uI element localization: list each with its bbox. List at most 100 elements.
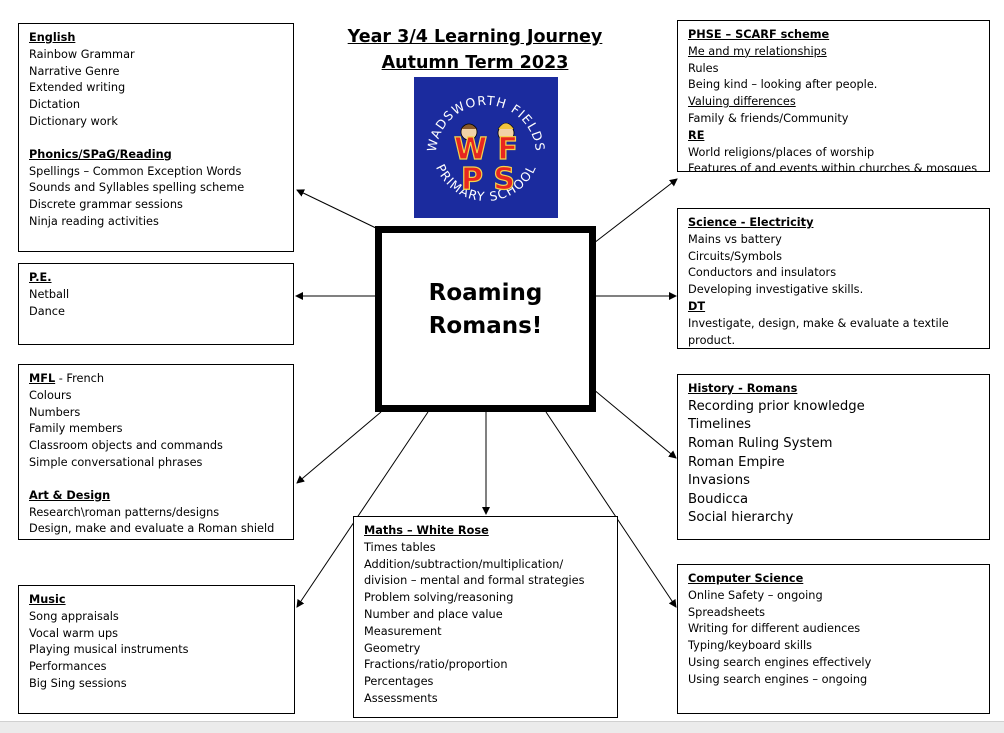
title-line-1: Year 3/4 Learning Journey <box>347 27 603 47</box>
computing-box: Computer Science Online Safety – ongoing… <box>677 564 990 714</box>
school-logo-graphic: WADSWORTH FIELDS PRIMARY SCHOOL W F P S <box>424 93 547 204</box>
list-item: Colours <box>29 388 72 402</box>
list-item: Dance <box>29 304 65 318</box>
list-item: Online Safety – ongoing <box>688 588 823 602</box>
arrow-mfl <box>296 411 382 484</box>
list-item: Performances <box>29 660 107 674</box>
list-item: World religions/places of worship <box>688 145 875 159</box>
science-box: Science - Electricity Mains vs battery C… <box>677 208 990 349</box>
history-box: History - Romans Recording prior knowled… <box>677 374 990 540</box>
list-item: Classroom objects and commands <box>29 439 223 453</box>
list-item: Dictation <box>29 98 81 112</box>
list-item: Fractions/ratio/proportion <box>364 658 508 672</box>
arrow-computing <box>545 411 677 608</box>
list-item: Using search engines effectively <box>688 655 872 669</box>
svg-text:P S: P S <box>461 162 515 197</box>
list-item: Mains vs battery <box>688 232 782 246</box>
list-item: Social hierarchy <box>688 510 794 526</box>
list-item: Family members <box>29 422 123 436</box>
re-heading: RE <box>688 128 705 142</box>
mfl-heading-line: MFL - French <box>29 371 283 388</box>
list-item: Using search engines – ongoing <box>688 672 868 686</box>
list-item: product. <box>688 333 736 347</box>
maths-heading: Maths – White Rose <box>364 524 489 537</box>
list-item: Discrete grammar sessions <box>29 198 183 212</box>
topic-line-2: Romans! <box>428 313 543 339</box>
list-item: Dictionary work <box>29 114 118 128</box>
music-box: Music Song appraisals Vocal warm ups Pla… <box>18 585 295 714</box>
list-item: Simple conversational phrases <box>29 455 203 469</box>
list-item: Playing musical instruments <box>29 643 189 657</box>
phonics-heading: Phonics/SPaG/Reading <box>29 147 172 161</box>
list-item: Sounds and Syllables spelling scheme <box>29 181 245 195</box>
list-item: Boudicca <box>688 491 749 507</box>
phse-subheading-relationships: Me and my relationships <box>688 44 827 58</box>
arrow-music <box>296 411 429 608</box>
list-item: Percentages <box>364 675 434 689</box>
list-item: Geometry <box>364 641 421 655</box>
art-heading: Art & Design <box>29 488 111 502</box>
list-item: Spreadsheets <box>688 605 766 619</box>
list-item: Number and place value <box>364 607 503 621</box>
mfl-box: MFL - French Colours Numbers Family memb… <box>18 364 294 540</box>
list-item: division – mental and formal strategies <box>364 574 585 588</box>
list-item: Times tables <box>364 540 436 554</box>
list-item: Features of and events within churches &… <box>688 162 978 172</box>
dt-heading: DT <box>688 299 706 313</box>
science-heading: Science - Electricity <box>688 216 814 229</box>
topic-line-1: Roaming <box>428 280 543 306</box>
phse-heading: PHSE – SCARF scheme <box>688 28 830 41</box>
list-item: Invasions <box>688 473 750 489</box>
list-item: Big Sing sessions <box>29 676 127 690</box>
list-item: Roman Empire <box>688 454 785 470</box>
phse-subheading-differences: Valuing differences <box>688 95 796 109</box>
arrow-english <box>296 189 379 230</box>
topic-center-box: Roaming Romans! <box>375 226 596 412</box>
list-item: Assessments <box>364 691 438 705</box>
pe-box: P.E. Netball Dance <box>18 263 294 345</box>
list-item: Measurement <box>364 624 442 638</box>
history-heading: History - Romans <box>688 382 798 395</box>
list-item: Numbers <box>29 405 81 419</box>
pe-heading: P.E. <box>29 271 52 284</box>
music-heading: Music <box>29 593 66 606</box>
mfl-heading-suffix: - French <box>55 372 104 385</box>
list-item: Rainbow Grammar <box>29 47 135 61</box>
list-item: Roman Ruling System <box>688 435 833 451</box>
list-item: Typing/keyboard skills <box>688 639 812 653</box>
phse-box: PHSE – SCARF scheme Me and my relationsh… <box>677 20 990 172</box>
arrow-phse <box>593 178 678 244</box>
list-item: Writing for different audiences <box>688 622 861 636</box>
list-item: Extended writing <box>29 81 126 95</box>
list-item: Spellings – Common Exception Words <box>29 164 242 178</box>
list-item: Recording prior knowledge <box>688 398 865 414</box>
mfl-heading: MFL <box>29 372 56 385</box>
english-heading: English <box>29 31 76 44</box>
computing-heading: Computer Science <box>688 572 804 585</box>
logo-children-icon <box>460 122 515 142</box>
arrow-history <box>592 388 677 459</box>
list-item: Investigate, design, make & evaluate a t… <box>688 316 949 330</box>
list-item: Conductors and insulators <box>688 266 837 280</box>
list-item: Design, make and evaluate a Roman shield <box>29 522 275 536</box>
english-box: English Rainbow Grammar Narrative Genre … <box>18 23 294 252</box>
list-item: Netball <box>29 287 70 301</box>
svg-text:W F: W F <box>454 132 518 167</box>
window-bottom-bar <box>0 721 1004 733</box>
list-item: Family & friends/Community <box>688 111 849 125</box>
maths-box: Maths – White Rose Times tables Addition… <box>353 516 618 718</box>
list-item: Timelines <box>688 417 751 433</box>
school-logo: WADSWORTH FIELDS PRIMARY SCHOOL W F P S <box>414 77 558 218</box>
list-item: Problem solving/reasoning <box>364 591 514 605</box>
list-item: Narrative Genre <box>29 64 120 78</box>
list-item: Ninja reading activities <box>29 214 159 228</box>
list-item: Song appraisals <box>29 609 119 623</box>
list-item: Vocal warm ups <box>29 626 119 640</box>
list-item: Research\roman patterns/designs <box>29 505 220 519</box>
list-item: Circuits/Symbols <box>688 249 783 263</box>
list-item: Addition/subtraction/multiplication/ <box>364 557 564 571</box>
list-item: Developing investigative skills. <box>688 283 864 297</box>
list-item: Rules <box>688 61 719 75</box>
title-line-2: Autumn Term 2023 <box>381 53 569 73</box>
